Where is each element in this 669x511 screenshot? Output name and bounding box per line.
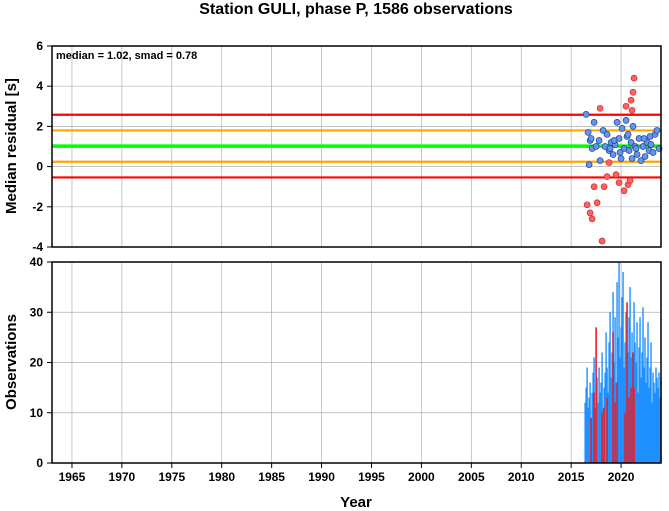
residual-point xyxy=(612,171,620,178)
y-tick-label: 0 xyxy=(36,160,43,174)
residual-point xyxy=(592,143,600,150)
residual-point xyxy=(629,123,637,130)
residual-point xyxy=(596,104,604,112)
residual-point xyxy=(646,133,654,140)
residual-point xyxy=(622,102,630,110)
residual-point xyxy=(625,147,633,154)
residual-point xyxy=(590,183,598,191)
residual-point xyxy=(613,119,621,126)
y-tick-label: -4 xyxy=(32,240,43,254)
year-x-ticks: 1965 1970 1975 1980 1985 1990 1995 2000 2005 2010… xyxy=(59,463,635,484)
residual-point xyxy=(628,155,636,162)
residual-point xyxy=(605,159,613,166)
x-tick-label: 1985 xyxy=(258,470,285,484)
observations-gridlines xyxy=(52,261,661,464)
x-tick-label: 1970 xyxy=(109,470,136,484)
y-tick-label: 40 xyxy=(30,255,44,269)
residual-point xyxy=(626,177,634,185)
residual-points xyxy=(582,74,663,245)
residual-point xyxy=(630,74,638,82)
observations-panel: 0 10 20 30 40 1965 1970 1975 1980 1985 1990 1995 20… xyxy=(3,255,662,511)
residual-point xyxy=(610,137,618,144)
y-tick-label: 20 xyxy=(30,356,44,370)
residual-point xyxy=(598,237,606,245)
y-tick-label: 30 xyxy=(30,305,44,319)
residual-point xyxy=(624,131,632,138)
residual-point xyxy=(615,179,623,187)
residual-point xyxy=(641,153,649,160)
residual-point xyxy=(599,127,607,134)
residual-point xyxy=(647,141,655,148)
x-tick-label: 2015 xyxy=(558,470,585,484)
residual-point xyxy=(603,173,611,180)
residual-point xyxy=(640,135,648,142)
x-tick-label: 2010 xyxy=(508,470,535,484)
residual-point xyxy=(595,137,603,144)
residual-reference-lines xyxy=(52,113,661,179)
x-tick-label: 1990 xyxy=(308,470,335,484)
median-annotation: median = 1.02, smad = 0.78 xyxy=(56,50,197,62)
residual-point xyxy=(622,117,630,124)
residual-point xyxy=(586,209,594,217)
residual-point xyxy=(596,157,604,164)
residual-point xyxy=(584,129,592,136)
residual-point xyxy=(606,145,614,152)
y-tick-label: 10 xyxy=(30,406,44,420)
residual-point xyxy=(618,125,626,132)
residual-point xyxy=(620,187,628,195)
residual-point xyxy=(627,139,635,146)
residual-point xyxy=(637,157,645,164)
residual-y-axis-label: Median residual [s] xyxy=(3,78,20,214)
x-tick-label: 2005 xyxy=(458,470,485,484)
observations-y-axis-label: Observations xyxy=(3,314,20,410)
residual-point xyxy=(639,143,647,150)
observations-y-ticks: 0 10 20 30 40 xyxy=(30,255,52,470)
x-tick-label: 1965 xyxy=(59,470,86,484)
residual-point xyxy=(583,201,591,209)
y-tick-label: 0 xyxy=(36,456,43,470)
y-tick-label: 4 xyxy=(36,79,43,93)
residual-point xyxy=(617,155,625,162)
residual-point xyxy=(593,199,601,207)
residual-point xyxy=(649,149,657,156)
residual-point xyxy=(628,106,636,114)
residual-point xyxy=(653,127,661,134)
residual-point xyxy=(609,151,617,158)
y-tick-label: -2 xyxy=(32,200,43,214)
x-tick-label: 1980 xyxy=(208,470,235,484)
residual-panel: -4 -2 0 2 4 6 median = 1.02, smad = 0.78 Medi… xyxy=(3,39,663,254)
residual-point xyxy=(600,183,608,191)
y-tick-label: 6 xyxy=(36,39,43,53)
residual-frame xyxy=(51,45,662,248)
residual-point xyxy=(632,145,640,152)
y-tick-label: 2 xyxy=(36,119,43,133)
residual-point xyxy=(582,110,590,118)
residual-point xyxy=(588,215,596,223)
residual-point xyxy=(603,131,611,138)
x-tick-label: 2020 xyxy=(608,470,635,484)
x-tick-label: 1995 xyxy=(358,470,385,484)
residual-point xyxy=(633,151,641,158)
chart-title: Station GULI, phase P, 1586 observations xyxy=(199,1,513,18)
residual-y-ticks: -4 -2 0 2 4 6 xyxy=(32,39,52,254)
residual-point xyxy=(629,88,637,96)
observation-bars xyxy=(584,262,662,463)
residual-point xyxy=(616,149,624,156)
year-x-axis-label: Year xyxy=(340,494,372,511)
residual-point xyxy=(585,161,593,168)
residual-point xyxy=(627,96,635,104)
residual-point xyxy=(590,119,598,126)
residual-point xyxy=(587,135,595,142)
x-tick-label: 1975 xyxy=(158,470,185,484)
x-tick-label: 2000 xyxy=(408,470,435,484)
